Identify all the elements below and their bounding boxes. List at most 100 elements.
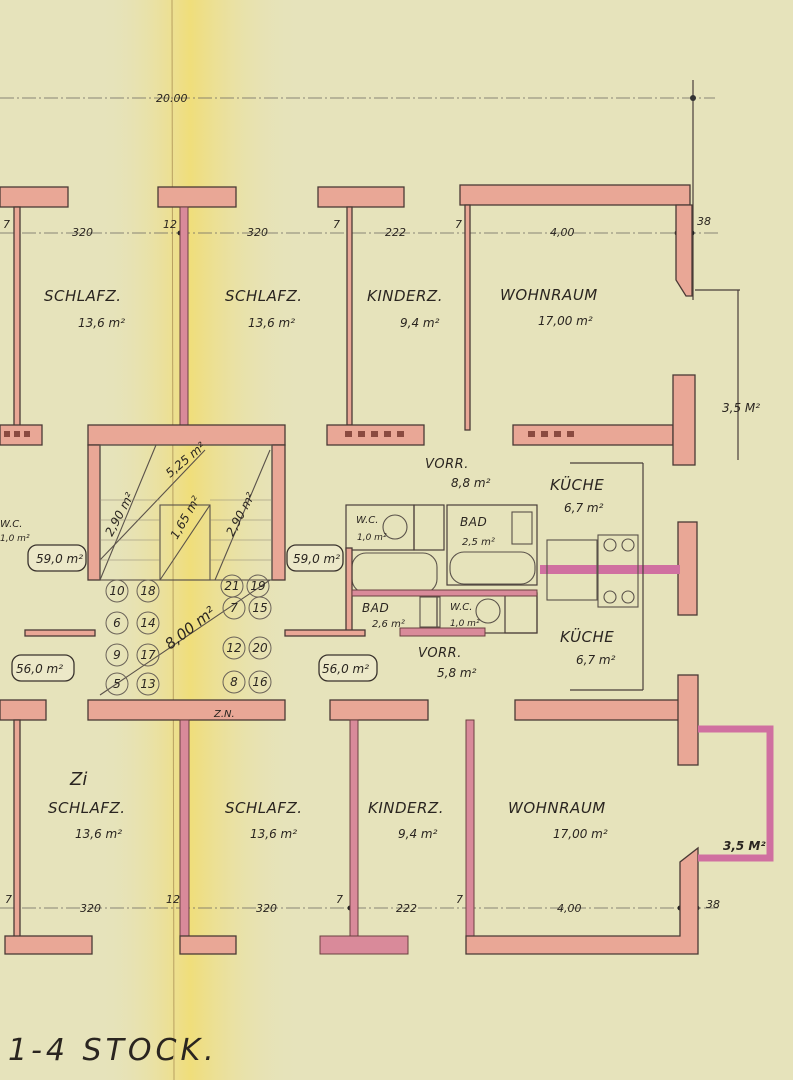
- svg-text:1,0 m²: 1,0 m²: [450, 619, 480, 629]
- svg-text:222: 222: [385, 226, 406, 239]
- room-area: 13,6 m²: [75, 827, 122, 841]
- room-name: SCHLAFZ.: [48, 799, 126, 817]
- handwritten-mark: Zi: [69, 769, 87, 790]
- stair-step-number: 8: [230, 675, 238, 689]
- stair-step-circle: [248, 596, 272, 620]
- room-area: 9,4 m²: [398, 827, 438, 841]
- stair-step-circle: [222, 670, 246, 694]
- stair-step-number: 14: [140, 616, 155, 630]
- svg-text:8,8 m²: 8,8 m²: [451, 476, 491, 490]
- stair-step-circle: [222, 636, 246, 660]
- svg-text:59,0 m²: 59,0 m²: [36, 552, 83, 566]
- room-area: 13,6 m²: [78, 316, 125, 330]
- bathroom-core: [24, 462, 644, 691]
- svg-text:38: 38: [706, 898, 720, 911]
- room-area: 17,00 m²: [553, 827, 608, 841]
- svg-text:1,0 m²: 1,0 m²: [0, 534, 30, 544]
- stair-step-number: 20: [252, 641, 268, 655]
- stair-step-number: 10: [109, 584, 125, 598]
- svg-text:56,0 m²: 56,0 m²: [322, 662, 369, 676]
- stair-step-circle: [136, 672, 160, 696]
- stair-step-number: 13: [140, 677, 155, 691]
- stair-step-circle: [105, 611, 129, 635]
- room-name: SCHLAFZ.: [225, 799, 303, 817]
- stair-step-circle: [105, 672, 129, 696]
- svg-text:59,0 m²: 59,0 m²: [293, 552, 340, 566]
- svg-text:38: 38: [697, 215, 711, 228]
- svg-text:BAD: BAD: [460, 515, 487, 529]
- lower-room-labels: SCHLAFZ. 13,6 m² SCHLAFZ. 13,6 m² KINDER…: [48, 799, 608, 841]
- svg-text:W.C.: W.C.: [450, 602, 472, 613]
- stair-step-number: 15: [252, 601, 267, 615]
- svg-text:6,7 m²: 6,7 m²: [564, 501, 604, 515]
- svg-text:Z.N.: Z.N.: [213, 709, 235, 720]
- room-area: 13,6 m²: [250, 827, 297, 841]
- stair-step-circle: [248, 670, 272, 694]
- room-name: WOHNRAUM: [500, 286, 598, 304]
- svg-text:222: 222: [396, 902, 417, 915]
- svg-text:7: 7: [455, 218, 462, 231]
- stair-step-number: 17: [140, 648, 156, 662]
- svg-text:4,00: 4,00: [550, 226, 575, 239]
- upper-room-labels: SCHLAFZ. 13,6 m² SCHLAFZ. 13,6 m² KINDER…: [44, 286, 598, 330]
- svg-text:320: 320: [247, 226, 268, 239]
- balcony-lower-area: 3,5 M²: [723, 839, 766, 853]
- svg-text:KÜCHE: KÜCHE: [560, 627, 614, 646]
- svg-text:320: 320: [80, 902, 101, 915]
- stair-step-number: 5: [113, 677, 121, 691]
- svg-text:7: 7: [333, 218, 340, 231]
- service-room-labels: VORR. 8,8 m² KÜCHE 6,7 m² W.C. 1,0 m² BA…: [0, 457, 616, 680]
- svg-text:5,8 m²: 5,8 m²: [437, 666, 477, 680]
- staircase: [99, 444, 273, 696]
- bottom-dimension-labels: 7 320 12 320 7 222 7 4,00 38: [5, 893, 720, 915]
- svg-text:VORR.: VORR.: [425, 457, 469, 472]
- svg-text:12: 12: [166, 893, 180, 906]
- svg-text:6,7 m²: 6,7 m²: [576, 653, 616, 667]
- svg-text:7: 7: [456, 893, 463, 906]
- stair-step-circle: [136, 579, 160, 603]
- svg-text:7: 7: [3, 218, 10, 231]
- room-name: WOHNRAUM: [508, 799, 606, 817]
- svg-text:320: 320: [256, 902, 277, 915]
- svg-text:BAD: BAD: [362, 601, 389, 615]
- overall-dimension: 20.00: [156, 92, 188, 105]
- stair-step-circle: [222, 596, 246, 620]
- svg-text:56,0 m²: 56,0 m²: [16, 662, 63, 676]
- svg-text:2,5 m²: 2,5 m²: [462, 537, 495, 548]
- stair-step-circle: [105, 579, 129, 603]
- apartment-area-badges: 59,0 m² 59,0 m² 56,0 m² 56,0 m²: [11, 544, 378, 682]
- stair-step-number: 7: [230, 601, 238, 615]
- svg-text:4,00: 4,00: [557, 902, 582, 915]
- stair-step-number: 19: [250, 579, 265, 593]
- room-name: SCHLAFZ.: [44, 287, 122, 305]
- svg-text:12: 12: [163, 218, 177, 231]
- stair-step-number: 6: [113, 616, 121, 630]
- svg-text:1,0 m²: 1,0 m²: [357, 533, 387, 543]
- svg-text:7: 7: [336, 893, 343, 906]
- balcony-outline: [698, 725, 774, 862]
- svg-text:W.C.: W.C.: [356, 515, 378, 526]
- room-name: KINDERZ.: [367, 287, 443, 305]
- dimension-lines: [0, 80, 740, 909]
- stair-step-number: 21: [224, 579, 239, 593]
- svg-text:320: 320: [72, 226, 93, 239]
- stair-step-circle: [136, 611, 160, 635]
- svg-text:KÜCHE: KÜCHE: [550, 475, 604, 494]
- balcony-upper-area: 3,5 M²: [722, 401, 760, 415]
- floor-title: 1-4 STOCK.: [8, 1033, 218, 1068]
- stair-step-number: 12: [226, 641, 241, 655]
- room-name: SCHLAFZ.: [225, 287, 303, 305]
- stair-step-circle: [248, 636, 272, 660]
- svg-text:W.C.: W.C.: [0, 519, 22, 530]
- stair-step-number: 9: [113, 648, 121, 662]
- svg-text:2,6 m²: 2,6 m²: [372, 619, 405, 630]
- svg-text:7: 7: [5, 893, 12, 906]
- svg-text:VORR.: VORR.: [418, 646, 462, 661]
- room-area: 9,4 m²: [400, 316, 440, 330]
- paper-fold-line: [171, 0, 175, 1080]
- walls-lower: [0, 565, 774, 955]
- room-area: 13,6 m²: [248, 316, 295, 330]
- room-area: 17,00 m²: [538, 314, 593, 328]
